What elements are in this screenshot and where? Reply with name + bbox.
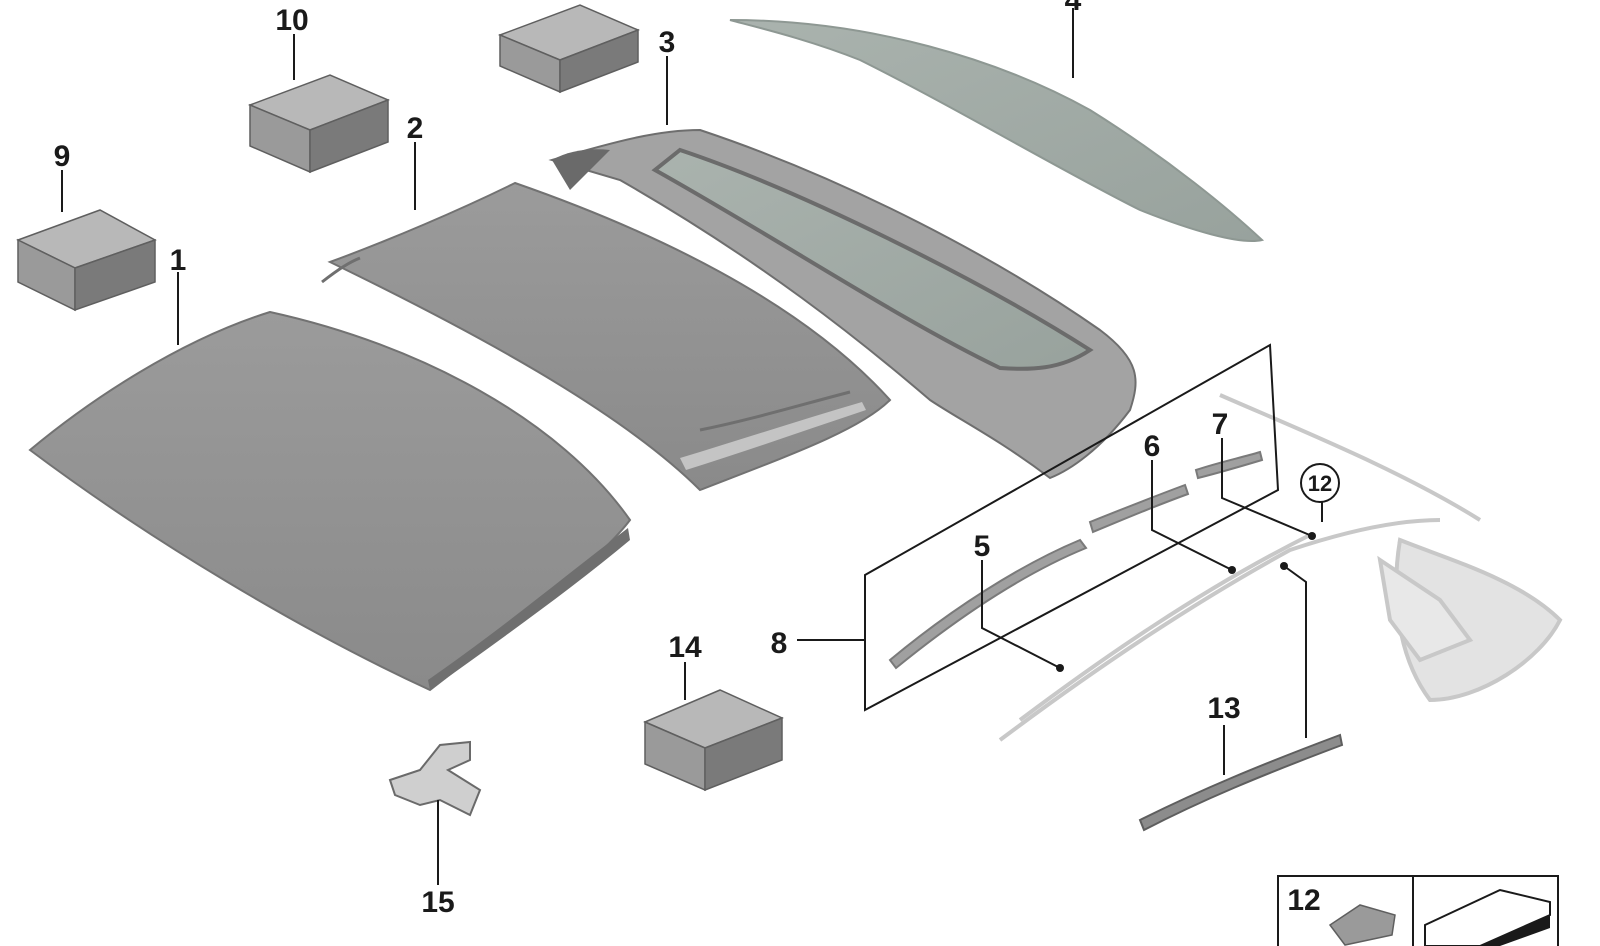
rear-window-frame-part-3 xyxy=(548,128,1137,480)
callout-6: 6 xyxy=(1144,430,1161,463)
callout-circle-12 xyxy=(1300,463,1340,503)
group-box-part-8 xyxy=(864,343,1280,712)
callout-14: 14 xyxy=(668,631,702,664)
box-part-10 xyxy=(247,74,390,174)
callout-10: 10 xyxy=(275,4,308,37)
callout-8: 8 xyxy=(771,627,788,660)
bracket-part-15 xyxy=(388,740,482,817)
callout-12-inset: 12 xyxy=(1287,884,1320,917)
roof-panel-part-2 xyxy=(321,181,892,492)
callout-4: 4 xyxy=(1065,0,1082,17)
callout-15: 15 xyxy=(421,886,454,919)
callout-5: 5 xyxy=(974,530,991,563)
callout-3: 3 xyxy=(659,26,676,59)
callout-2: 2 xyxy=(407,112,424,145)
box-part-9 xyxy=(16,209,157,312)
inset-box xyxy=(1277,875,1559,946)
top-frame-assembly xyxy=(998,393,1563,742)
rail-part-13 xyxy=(1138,733,1344,832)
callout-12-circled: 12 xyxy=(1308,471,1332,496)
seal-part-7 xyxy=(1194,450,1264,480)
callout-9: 9 xyxy=(54,140,71,173)
leader-lines xyxy=(61,8,1340,885)
rear-glass-part-4 xyxy=(729,19,1265,242)
callout-7: 7 xyxy=(1212,408,1229,441)
seal-part-6 xyxy=(1088,483,1190,534)
box-part-14 xyxy=(643,689,784,792)
callout-13: 13 xyxy=(1207,692,1240,725)
seal-part-5 xyxy=(888,538,1088,670)
roof-panel-part-1 xyxy=(28,310,632,692)
callout-1: 1 xyxy=(170,244,187,277)
callout-labels: 1 2 3 4 5 6 7 8 9 10 12 13 14 15 12 xyxy=(54,0,1333,919)
box-part-top xyxy=(497,4,640,94)
